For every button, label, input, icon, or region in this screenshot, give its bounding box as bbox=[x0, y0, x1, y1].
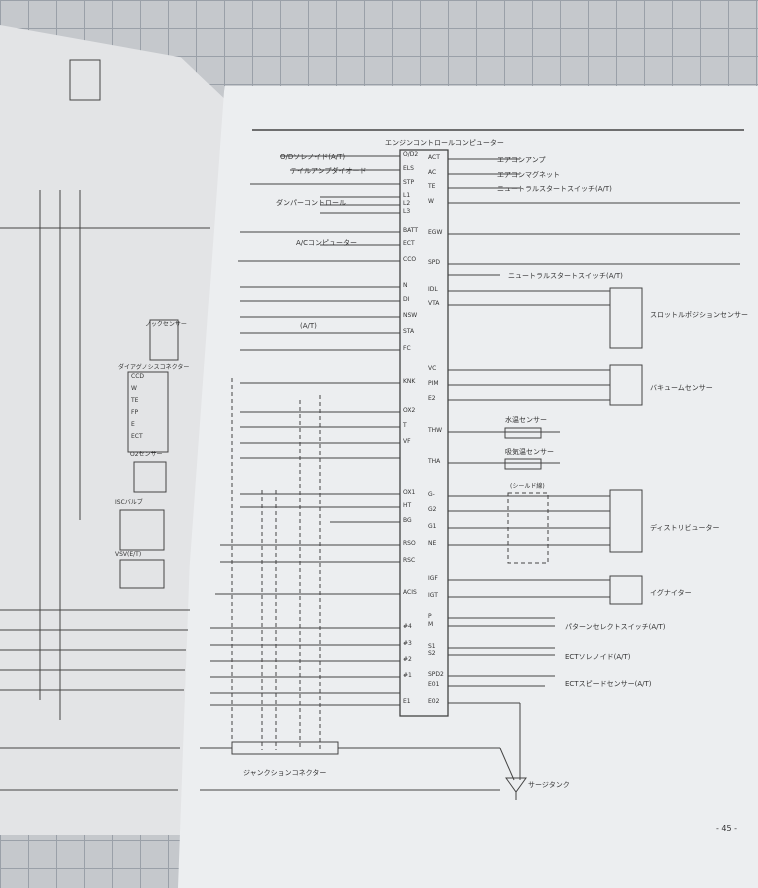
label-damper: ダンパーコントロール bbox=[276, 199, 346, 207]
label-neutral-2: ニュートラルスタートスイッチ(A/T) bbox=[508, 272, 623, 280]
diag-pin: FP bbox=[131, 409, 139, 416]
intake-temp-sensor-label: 吸気温センサー bbox=[505, 448, 554, 456]
ecu-left-pin: FC bbox=[403, 345, 411, 352]
ecu-left-pin: BATT bbox=[403, 227, 418, 234]
igniter-label: イグナイター bbox=[650, 589, 692, 597]
ecu-left-pin: O/D2 bbox=[403, 151, 419, 158]
ecu-left-pin: ELS bbox=[403, 165, 414, 172]
ecu-left-pin: #1 bbox=[403, 672, 412, 679]
label-od-solenoid: O/Dソレノイド(A/T) bbox=[280, 153, 346, 161]
vsv-label: VSV(E/T) bbox=[115, 551, 142, 558]
surge-tank-label: サージタンク bbox=[528, 781, 570, 789]
ecu-right-pin: ACT bbox=[428, 154, 440, 161]
ecu-right-pin: G2 bbox=[428, 506, 437, 513]
ecu-right-pin: VC bbox=[428, 365, 437, 372]
ecu-right-pin: IGF bbox=[428, 575, 438, 582]
diag-pin: E bbox=[131, 421, 135, 428]
ecu-left-pin: L3 bbox=[403, 208, 411, 215]
o2-sensor-label: O2センサー bbox=[130, 451, 163, 458]
ecu-right-pin: THA bbox=[428, 458, 441, 465]
ecu-left-pin: ACIS bbox=[403, 589, 417, 596]
ecu-left-pin: KNK bbox=[403, 378, 416, 385]
ecu-right-pin: E01 bbox=[428, 681, 440, 688]
ecu-left-pin: RSC bbox=[403, 557, 416, 564]
isc-valve-label: ISCバルブ bbox=[115, 499, 143, 506]
distributor-label: ディストリビューター bbox=[650, 524, 720, 532]
ecu-right-pin: TE bbox=[428, 183, 436, 190]
knock-sensor-label: ノックセンサー bbox=[145, 321, 187, 328]
ecu-left-pin: OX1 bbox=[403, 489, 416, 496]
ecu-left-pin: #4 bbox=[403, 623, 412, 630]
ecu-right-pin: S1 bbox=[428, 643, 436, 650]
ecu-right-pin: IDL bbox=[428, 286, 438, 293]
shield-label-right: (シールド線) bbox=[510, 483, 545, 490]
ecu-right-pin: G1 bbox=[428, 523, 437, 530]
ecu-left-pin: STA bbox=[403, 328, 415, 335]
ecu-right-pin: SPD bbox=[428, 259, 441, 266]
ecu-right-pin: S2 bbox=[428, 650, 436, 657]
ecu-right-pin: AC bbox=[428, 169, 437, 176]
ecu-left-pin: L2 bbox=[403, 200, 411, 207]
ecu-left-pin: #3 bbox=[403, 640, 412, 647]
diag-connector-label: ダイアグノシスコネクター bbox=[118, 364, 190, 371]
ecu-left-pin: RSO bbox=[403, 540, 416, 547]
throttle-sensor-label: スロットルポジションセンサー bbox=[650, 311, 748, 319]
junction-connector-label: ジャンクションコネクター bbox=[243, 769, 327, 777]
water-temp-sensor-label: 水温センサー bbox=[505, 416, 547, 424]
ecu-right-pin: EGW bbox=[428, 229, 443, 236]
diag-pin: CCD bbox=[131, 373, 144, 380]
ect-solenoid-label: ECTソレノイド(A/T) bbox=[565, 653, 631, 661]
label-at: (A/T) bbox=[300, 322, 317, 330]
ecu-right-pin: PIM bbox=[428, 380, 439, 387]
label-tail-lamp: テイルアンプダイオード bbox=[290, 167, 367, 175]
ecu-right-pin: P bbox=[428, 613, 432, 620]
ecu-left-pin: ECT bbox=[403, 240, 415, 247]
vacuum-sensor-label: バキュームセンサー bbox=[650, 384, 713, 392]
ecu-left-pin: NSW bbox=[403, 312, 418, 319]
ecu-right-pin: IGT bbox=[428, 592, 438, 599]
ecu-left-pin: BG bbox=[403, 517, 412, 524]
diag-pin: ECT bbox=[131, 433, 143, 440]
ecu-right-pin: M bbox=[428, 621, 434, 628]
ecu-right-pin: VTA bbox=[428, 300, 440, 307]
ect-speed-label: ECTスピードセンサー(A/T) bbox=[565, 680, 652, 688]
label-ac-computer: A/Cコンピューター bbox=[296, 239, 358, 247]
ecu-left-pin: L1 bbox=[403, 192, 411, 199]
ecu-right-pin: E2 bbox=[428, 395, 436, 402]
label-ac-amp: エアコンアンプ bbox=[497, 156, 546, 164]
ecu-right-pin: NE bbox=[428, 540, 437, 547]
ecu-left-pin: STP bbox=[403, 179, 415, 186]
ecu-left-pin: HT bbox=[403, 502, 412, 509]
pattern-select-label: パターンセレクトスイッチ(A/T) bbox=[565, 623, 666, 631]
ecu-right-pin: W bbox=[428, 198, 434, 205]
ecu-left-pin: DI bbox=[403, 296, 410, 303]
diag-pin: TE bbox=[131, 397, 139, 404]
diag-pin: W bbox=[131, 385, 137, 392]
ecu-right-pin: E02 bbox=[428, 698, 440, 705]
ecu-left-pin: #2 bbox=[403, 656, 412, 663]
ecu-right-pin: THW bbox=[428, 427, 443, 434]
ecu-left-pin: N bbox=[403, 282, 408, 289]
ecu-left-pin: VF bbox=[403, 438, 411, 445]
label-ac-magnet: エアコンマグネット bbox=[497, 171, 560, 179]
page-number: - 45 - bbox=[716, 824, 738, 833]
ecu-left-pin: CCO bbox=[403, 256, 417, 263]
ecu-left-pin: OX2 bbox=[403, 407, 416, 414]
label-neutral: ニュートラルスタートスイッチ(A/T) bbox=[497, 185, 612, 193]
ecu-left-pin: T bbox=[403, 422, 407, 429]
ecu-right-pin: G- bbox=[428, 491, 435, 498]
ecu-title: エンジンコントロールコンピューター bbox=[385, 139, 504, 147]
ecu-left-pin: E1 bbox=[403, 698, 411, 705]
ecu-right-pin: SPD2 bbox=[428, 671, 444, 678]
